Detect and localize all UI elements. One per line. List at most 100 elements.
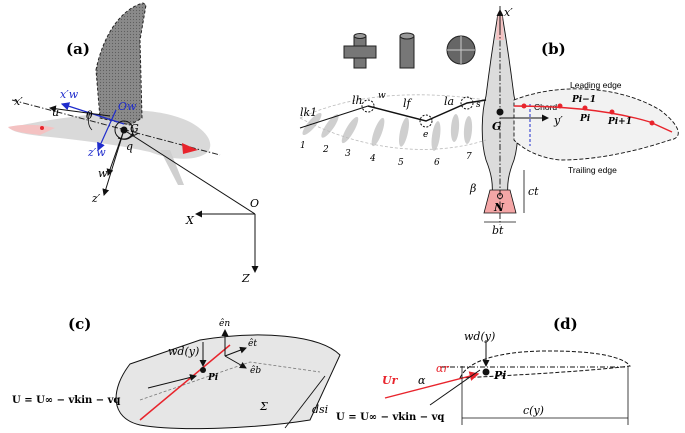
z-inertial-label: Z (241, 272, 250, 285)
panel-b: (b) x′ G N β ct bt Leading edge Trailing… (299, 6, 679, 237)
ur-arrow (384, 371, 480, 399)
p-i-point-d (482, 368, 490, 376)
p-i-label-b: Pi (579, 114, 591, 124)
leading-edge-label: Leading edge (570, 80, 622, 90)
joint-w-label: w (378, 91, 386, 101)
c-y-label: c(y) (523, 404, 544, 417)
theta-arc (88, 111, 93, 131)
body-axis-a (11, 99, 221, 156)
panel-c: (c) Pi wd(y) ên êt êb Σ dsi U = U∞ − vki… (12, 315, 341, 430)
formula-c: U = U∞ − vkin − vq (12, 395, 120, 406)
wing-a (95, 2, 147, 126)
joint-e (419, 114, 433, 128)
left-wing-outline (299, 94, 487, 150)
eye-a (40, 126, 44, 130)
ct-label: ct (528, 185, 539, 198)
airfoil-d (459, 350, 631, 379)
x-inertial-label: X (185, 214, 195, 227)
eb-label: êb (250, 365, 261, 376)
p-next-label: Pi+1 (607, 117, 632, 127)
lifting-pt-4 (649, 120, 655, 126)
formula-d: U = U∞ − vkin − vq (336, 412, 444, 423)
u-arrow-c (147, 374, 197, 389)
panel-c-label: (c) (68, 315, 91, 333)
bird-body-a (10, 110, 211, 159)
panel-d-label: (d) (553, 315, 578, 333)
q-label: q (126, 140, 133, 153)
u-label: u (52, 106, 59, 119)
o-w-label: Ow (118, 100, 137, 113)
alpha-r-label: αr (436, 362, 449, 375)
feather-number-7: 7 (466, 152, 472, 162)
joint-s-label: s (476, 100, 481, 110)
p-prev-label: Pi−1 (571, 95, 596, 105)
wing-skeleton (367, 99, 487, 122)
z-w-axis (97, 109, 117, 152)
mid-section (139, 361, 321, 401)
z-prime-axis-a (102, 129, 125, 196)
panel-a-label: (a) (66, 40, 90, 58)
bt-label: bt (492, 224, 504, 237)
feather-number-6: 6 (434, 158, 440, 168)
p-i-point-c (200, 367, 206, 373)
feather-number-2: 2 (322, 145, 329, 155)
z-w-label: z′w (87, 146, 106, 159)
ds-dim-line (284, 375, 326, 429)
link-to-o (123, 129, 256, 215)
g-label-a: G (130, 122, 139, 135)
red-arrowhead-a (182, 143, 198, 154)
ds-label: dsi (312, 403, 328, 416)
lifting-pt-3 (609, 109, 615, 115)
theta-label: θ (86, 109, 93, 122)
eb-arrow (224, 355, 247, 369)
lifting-pt-1 (557, 103, 563, 109)
x-prime-label-b: x′ (504, 6, 513, 19)
p-i-label-d: Pi (493, 369, 506, 382)
trailing-edge-label: Trailing edge (568, 165, 617, 175)
feather-number-5: 5 (398, 158, 404, 168)
lk1-label: lk1 (300, 106, 317, 119)
feather-number-3: 3 (345, 149, 351, 159)
en-label: ên (219, 318, 230, 329)
lf-label: lf (403, 97, 413, 110)
joint-s (460, 96, 474, 110)
p-i-label-c: Pi (207, 373, 219, 383)
et-arrow (224, 346, 247, 357)
lh-label: lh (352, 94, 363, 107)
wing-strip-c (115, 334, 341, 430)
lifting-pt-0 (521, 103, 527, 109)
beta-label: β (469, 182, 476, 195)
lifting-pt-2 (582, 105, 588, 111)
x-prime-label-a: x′ (14, 95, 23, 108)
feather-number-1: 1 (300, 141, 306, 151)
o-label: O (250, 197, 259, 210)
y-prime-label: y′ (553, 114, 563, 127)
cross-joint-icon (343, 33, 377, 69)
sigma-label: Σ (259, 400, 268, 413)
lifting-line (513, 105, 673, 133)
joint-w (361, 99, 375, 113)
la-label: la (444, 95, 454, 108)
g-point-b (496, 108, 504, 116)
red-chord-c (139, 344, 231, 421)
feather-number-4: 4 (369, 154, 376, 164)
panel-d: (d) Pi wd(y) Ur α αr c(y) U = U∞ − vkin … (336, 315, 631, 425)
n-label: N (493, 201, 505, 214)
left-wing-feathers (302, 112, 473, 151)
sphere-joint-icon (446, 35, 476, 65)
alpha-label: α (418, 374, 426, 387)
bird-leg-a (160, 150, 184, 185)
u-arrow (49, 105, 111, 117)
w-label: w (98, 167, 108, 180)
g-label-b: G (492, 120, 501, 133)
wd-label-d: wd(y) (464, 330, 495, 343)
ur-label: Ur (382, 374, 399, 387)
joint-e-label: e (423, 130, 428, 140)
hand-link (299, 105, 369, 129)
z-prime-label-a: z′ (91, 192, 101, 205)
et-label: êt (248, 338, 257, 349)
feather-numbers: 1 2 3 4 5 6 7 (300, 141, 472, 168)
wd-label-c: wd(y) (168, 345, 199, 358)
panel-b-label: (b) (541, 40, 566, 58)
